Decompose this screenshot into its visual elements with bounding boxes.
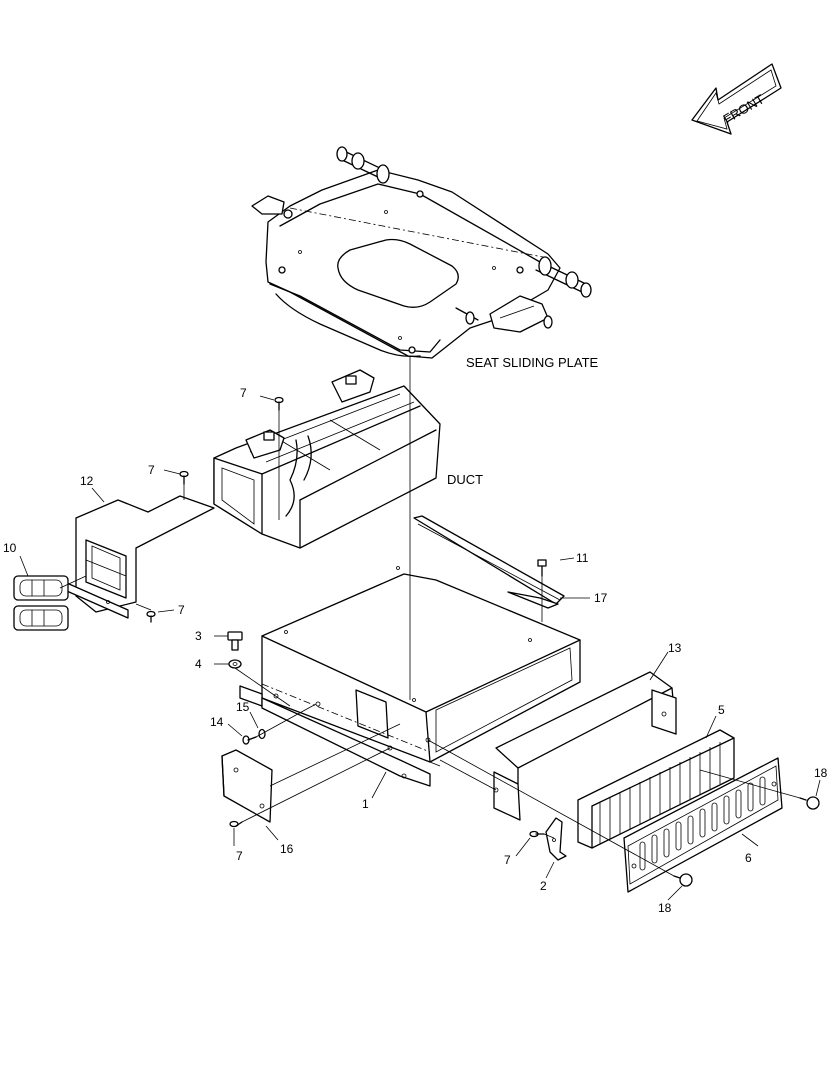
- front-pivot-shaft: [455, 256, 592, 325]
- part-6-grille: [623, 757, 783, 893]
- bolt-3-icon: [227, 631, 243, 651]
- callout-18-right: 18: [814, 766, 828, 780]
- knob-18-right-icon: [799, 796, 820, 810]
- seat-sliding-plate: [251, 146, 592, 359]
- callout-7-duct: 7: [240, 386, 247, 400]
- part-16-side-cover: [221, 749, 273, 823]
- screw-14-icon: [242, 735, 257, 745]
- screw-7-bracket-icon: [529, 830, 545, 838]
- part-13-vent-frame: [493, 671, 677, 821]
- callout-1: 1: [362, 797, 369, 811]
- screw-7-bezel-top-icon: [179, 470, 189, 485]
- screw-7-cover-icon: [229, 820, 243, 828]
- assembly-lines: [59, 356, 801, 877]
- callout-numbers: 1 2 3 4 5 6 7 7 7 7 7 10 11 12 13 14 15 …: [3, 386, 828, 915]
- callout-7-bezel-top: 7: [148, 463, 155, 477]
- callout-12: 12: [80, 474, 94, 488]
- duct-assembly: [213, 369, 441, 549]
- callout-5: 5: [718, 703, 725, 717]
- part-12-bezel-bracket: [59, 495, 215, 619]
- bolt-11-icon: [537, 559, 547, 577]
- washer-4-icon: [228, 659, 242, 669]
- screw-7-bezel-bottom-icon: [146, 610, 156, 623]
- part-5-filter: [577, 729, 735, 849]
- callout-15: 15: [236, 700, 250, 714]
- callout-16: 16: [280, 842, 294, 856]
- rear-pivot-shaft: [336, 146, 390, 184]
- callout-2: 2: [540, 879, 547, 893]
- seat-sliding-plate-label: SEAT SLIDING PLATE: [466, 355, 599, 370]
- part-10-louvers: [13, 575, 69, 631]
- part-1-housing: [239, 566, 581, 787]
- callout-7-bracket: 7: [504, 853, 511, 867]
- callout-7-bezel-bottom: 7: [178, 603, 185, 617]
- knob-18-bottom-icon: [673, 873, 693, 887]
- callout-17: 17: [594, 591, 608, 605]
- callout-3: 3: [195, 629, 202, 643]
- callout-13: 13: [668, 641, 682, 655]
- part-2-bracket: [545, 817, 567, 861]
- front-arrow-icon: FRONT: [691, 63, 782, 135]
- callout-14: 14: [210, 715, 224, 729]
- callout-11: 11: [576, 551, 589, 565]
- screw-7-duct-icon: [274, 396, 284, 411]
- leader-lines: [19, 395, 821, 901]
- callout-7-cover: 7: [236, 849, 243, 863]
- callout-10: 10: [3, 541, 17, 555]
- part-17-strip: [413, 515, 565, 609]
- fasteners: [146, 396, 820, 887]
- callout-18-bottom: 18: [658, 901, 672, 915]
- duct-label: DUCT: [447, 472, 483, 487]
- callout-6: 6: [745, 851, 752, 865]
- callout-4: 4: [195, 657, 202, 671]
